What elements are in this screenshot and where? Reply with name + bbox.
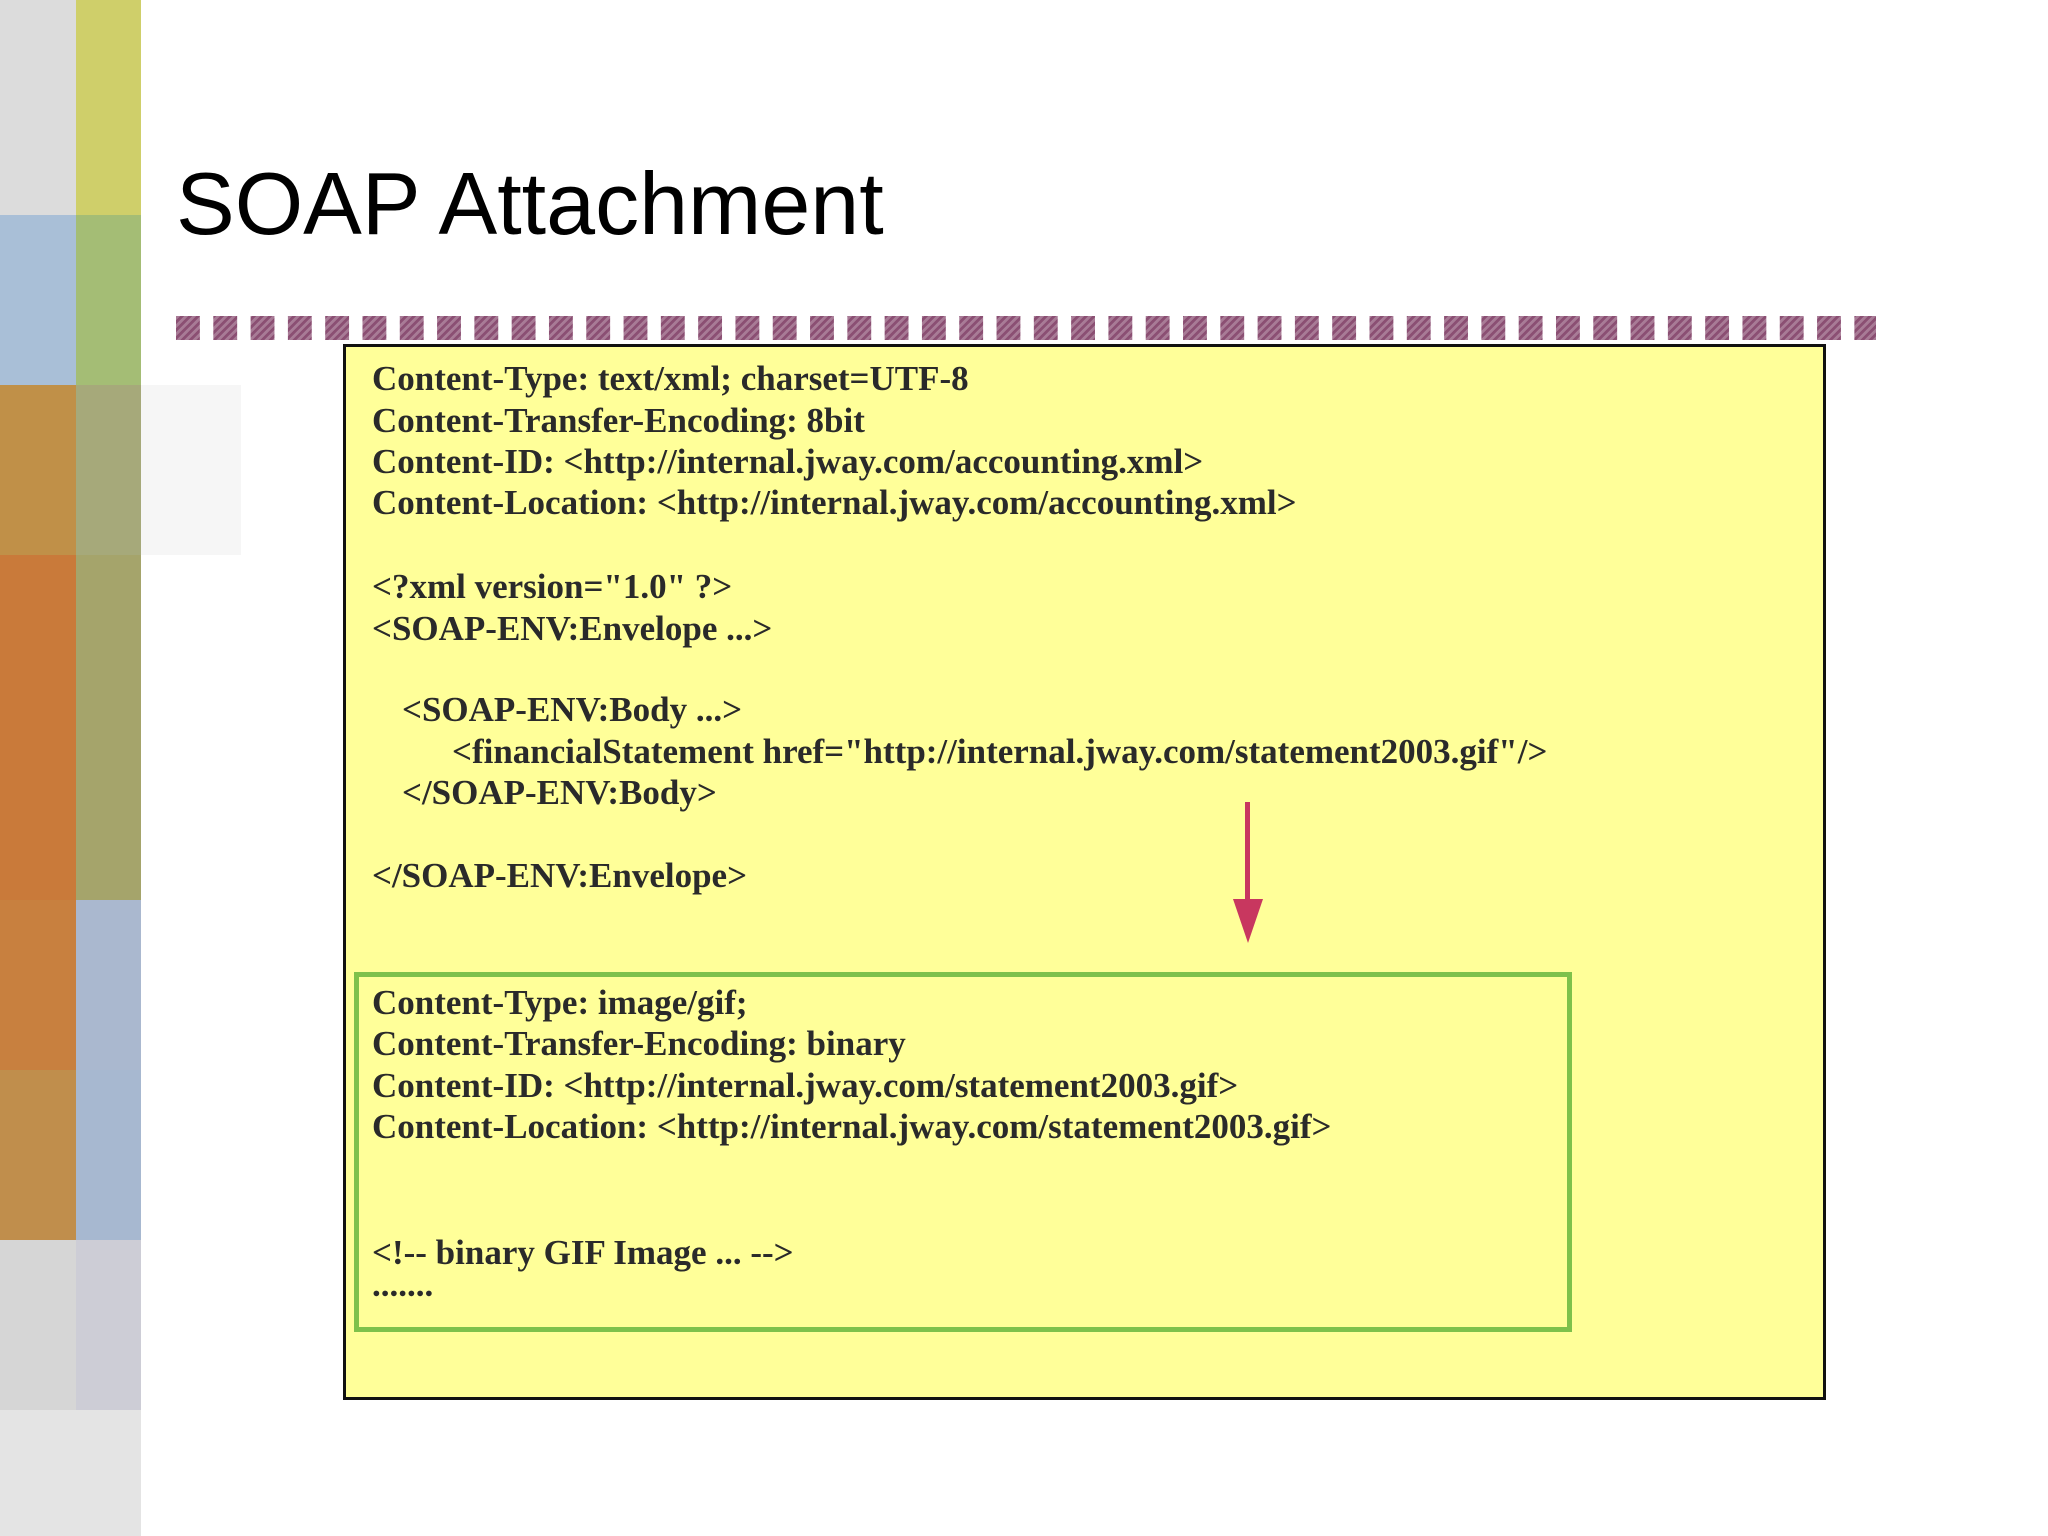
reference-arrow-shaft	[1245, 802, 1250, 907]
decor-stripe-6a	[0, 1070, 76, 1240]
part1-header-content-id: Content-ID: <http://internal.jway.com/ac…	[372, 442, 1204, 481]
decor-stripe-4b	[76, 555, 141, 900]
decor-stripe-3a	[0, 385, 76, 555]
arrow-down-icon	[1233, 899, 1263, 943]
slide-title: SOAP Attachment	[176, 154, 884, 253]
decor-stripe-7b	[76, 1240, 141, 1410]
financial-statement-element: <financialStatement href="http://interna…	[452, 732, 1548, 771]
attachment-header-content-id: Content-ID: <http://internal.jway.com/st…	[372, 1066, 1239, 1105]
mime-message-box: Content-Type: text/xml; charset=UTF-8 Co…	[343, 344, 1826, 1400]
envelope-open-tag: <SOAP-ENV:Envelope ...>	[372, 609, 773, 648]
xml-declaration: <?xml version="1.0" ?>	[372, 567, 733, 606]
attachment-header-content-type: Content-Type: image/gif;	[372, 983, 748, 1022]
body-close-tag: </SOAP-ENV:Body>	[402, 773, 717, 812]
part1-header-transfer-encoding: Content-Transfer-Encoding: 8bit	[372, 401, 865, 440]
attachment-header-transfer-encoding: Content-Transfer-Encoding: binary	[372, 1024, 906, 1063]
decor-stripe-4a	[0, 555, 76, 900]
attachment-part-box: Content-Type: image/gif; Content-Transfe…	[354, 972, 1572, 1332]
decor-stripe-2b	[76, 215, 141, 385]
decor-stripe-5a	[0, 900, 76, 1070]
decor-stripe-1b	[76, 0, 141, 215]
decor-stripe-3b	[76, 385, 141, 555]
decor-stripe-7a	[0, 1240, 76, 1410]
binary-gif-comment: <!-- binary GIF Image ... -->	[372, 1233, 794, 1272]
part1-header-content-type: Content-Type: text/xml; charset=UTF-8	[372, 359, 969, 398]
body-open-tag: <SOAP-ENV:Body ...>	[402, 690, 743, 729]
decor-stripe-5b	[76, 900, 141, 1070]
decor-stripe-2a	[0, 215, 76, 385]
decor-stripe-1a	[0, 0, 76, 215]
attachment-header-content-location: Content-Location: <http://internal.jway.…	[372, 1107, 1332, 1146]
title-divider	[176, 316, 1876, 340]
decor-stripe-6b	[76, 1070, 141, 1240]
binary-ellipsis: .......	[372, 1265, 434, 1304]
envelope-close-tag: </SOAP-ENV:Envelope>	[372, 856, 748, 895]
decor-stripe-3c	[141, 385, 241, 555]
part1-header-content-location: Content-Location: <http://internal.jway.…	[372, 483, 1297, 522]
decor-stripe-8a	[0, 1410, 141, 1536]
